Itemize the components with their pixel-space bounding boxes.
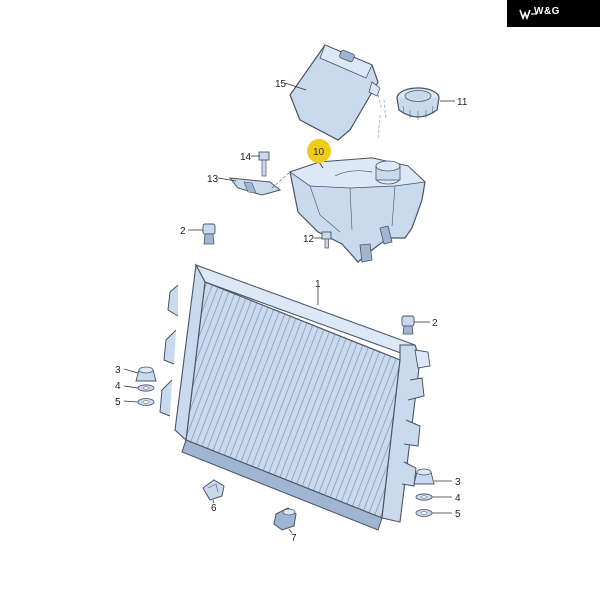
brand-badge bbox=[507, 0, 600, 27]
label-part-5-left: 5 bbox=[115, 397, 121, 408]
retaining-clip-part bbox=[202, 479, 225, 501]
rubber-mount-left-part bbox=[135, 366, 157, 382]
tank-bracket-part bbox=[228, 177, 282, 196]
label-part-6: 6 bbox=[211, 503, 217, 514]
label-part-13: 13 bbox=[207, 174, 219, 185]
coolant-bottle-part bbox=[289, 44, 387, 141]
label-part-4-right: 4 bbox=[455, 493, 461, 504]
label-part-15: 15 bbox=[275, 79, 287, 90]
label-part-12: 12 bbox=[303, 234, 315, 245]
expansion-tank-part bbox=[289, 157, 426, 263]
bushing-right-part bbox=[415, 509, 433, 517]
label-part-4-left: 4 bbox=[115, 381, 121, 392]
washer-left-part bbox=[137, 384, 155, 392]
label-part-10: 10 bbox=[313, 147, 325, 158]
label-part-2-right: 2 bbox=[432, 318, 438, 329]
mount-bolt-upper-left-part bbox=[202, 223, 216, 245]
label-part-11: 11 bbox=[457, 97, 468, 108]
label-part-5-right: 5 bbox=[455, 509, 461, 520]
part-number-labels: 15 11 10 14 13 12 2 1 2 3 4 5 3 4 5 6 7 bbox=[115, 79, 468, 544]
label-part-7: 7 bbox=[291, 533, 297, 544]
rubber-mount-right-part bbox=[413, 468, 435, 485]
label-part-14: 14 bbox=[240, 152, 252, 163]
brand-label: W&G bbox=[534, 6, 560, 17]
bracket-bolt-part bbox=[258, 151, 270, 177]
washer-right-part bbox=[415, 493, 433, 501]
radiator-part bbox=[159, 263, 431, 531]
label-part-2-upper: 2 bbox=[180, 226, 186, 237]
label-part-1: 1 bbox=[315, 279, 321, 290]
leader-lines bbox=[123, 82, 455, 534]
highlighted-part-10-marker bbox=[307, 139, 331, 163]
mount-bolt-right-part bbox=[401, 315, 415, 335]
drain-plug-part bbox=[273, 507, 297, 531]
reservoir-cap-part bbox=[396, 87, 440, 120]
label-part-3-right: 3 bbox=[455, 477, 461, 488]
label-part-3-left: 3 bbox=[115, 365, 121, 376]
brand-logo-icon bbox=[519, 9, 537, 20]
bushing-left-part bbox=[137, 398, 155, 406]
tank-bolt-part bbox=[321, 231, 332, 249]
